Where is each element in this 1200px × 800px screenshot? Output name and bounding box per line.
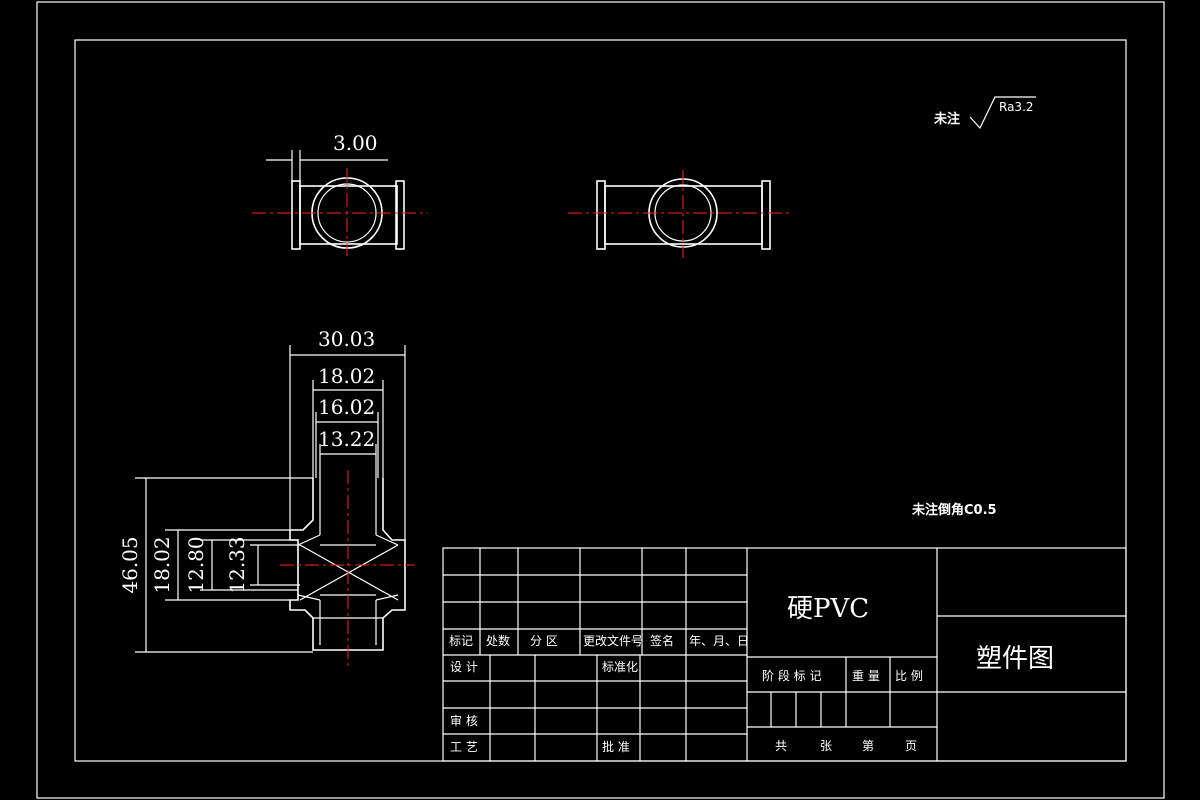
dim-top-width: 3.00 (266, 131, 388, 181)
label-number: 第 (862, 739, 874, 753)
hdr-date: 年、月、日 (689, 634, 749, 648)
label-review: 审 核 (450, 713, 478, 728)
dim-w3: 13.22 (318, 427, 375, 451)
outer-border (36, 1, 1165, 799)
label-weight: 重 量 (852, 669, 880, 683)
dim-w1: 18.02 (318, 364, 375, 388)
dim-top-width-label: 3.00 (333, 131, 378, 155)
section-vertical-dims: 46.05 18.02 12.80 12.33 (118, 477, 313, 653)
section-horizontal-dims: 30.03 18.02 16.02 13.22 (289, 327, 406, 540)
section-view (280, 470, 415, 668)
hdr-signature: 签名 (650, 633, 674, 648)
label-process: 工 艺 (450, 740, 478, 754)
dim-h3: 12.33 (225, 536, 249, 593)
hdr-change-doc: 更改文件号 (583, 633, 643, 648)
roughness-note: 未注 Ra3.2 (933, 96, 1036, 130)
label-sheets: 张 (820, 739, 832, 753)
hdr-count: 处数 (486, 633, 510, 648)
dim-height-total: 46.05 (118, 536, 142, 593)
inner-border (74, 39, 1127, 762)
label-stage-mark: 阶 段 标 记 (762, 668, 821, 683)
dim-overall-width: 30.03 (318, 327, 375, 351)
hdr-mark: 标记 (449, 634, 473, 648)
material-label: 硬PVC (787, 594, 869, 624)
title-block: 标记 处数 分 区 更改文件号 签名 年、月、日 设 计 标准化 审 核 工 艺… (442, 547, 1127, 762)
top-right-view (568, 170, 790, 258)
label-page: 页 (905, 739, 917, 753)
label-standardize: 标准化 (602, 660, 638, 674)
label-approve: 批 准 (602, 739, 630, 754)
drawing-title: 塑件图 (976, 644, 1054, 674)
chamfer-note: 未注倒角C0.5 (911, 502, 997, 518)
dim-h2: 12.80 (184, 536, 208, 593)
top-left-view (252, 168, 428, 256)
roughness-value: Ra3.2 (999, 100, 1034, 114)
hdr-zone: 分 区 (530, 634, 558, 648)
dim-h1: 18.02 (150, 536, 174, 593)
roughness-prefix: 未注 (933, 111, 960, 127)
dim-w2: 16.02 (318, 395, 375, 419)
label-design: 设 计 (450, 660, 478, 674)
label-scale: 比 例 (895, 669, 923, 683)
label-total: 共 (775, 739, 787, 753)
